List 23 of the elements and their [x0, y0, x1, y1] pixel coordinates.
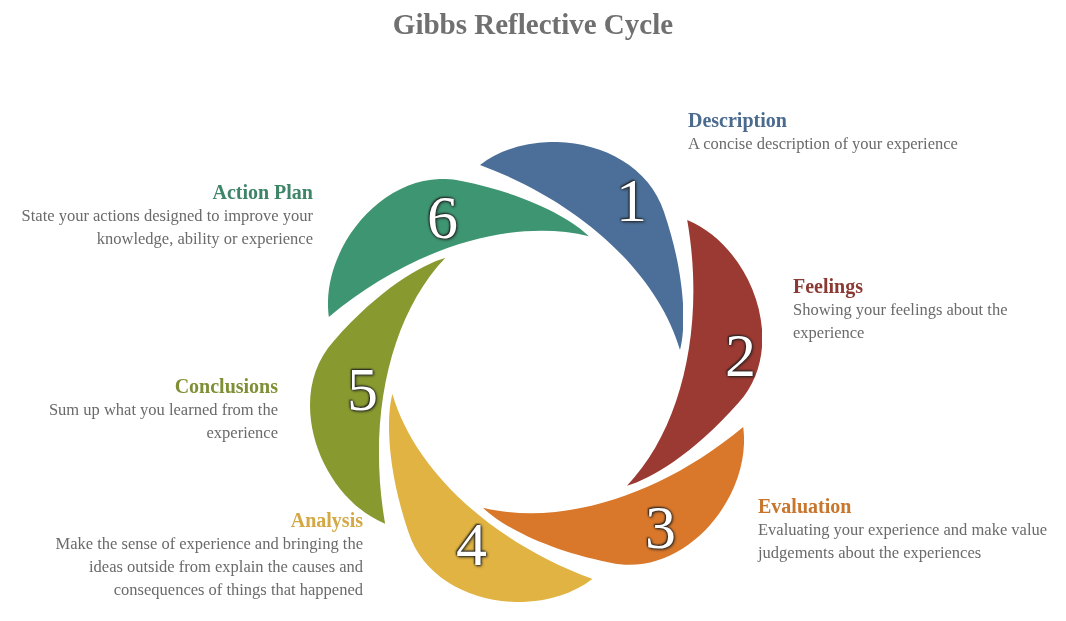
petal-shape [388, 394, 592, 603]
step-description: State your actions designed to improve your knowledge, ability or experience [20, 205, 313, 250]
petal-shape [627, 220, 763, 486]
step-heading: Evaluation [758, 494, 853, 518]
diagram-title: Gibbs Reflective Cycle [391, 8, 675, 41]
step-heading: Description [688, 108, 788, 132]
step-heading: Action Plan [211, 180, 313, 204]
step-description: A concise description of your experience [688, 133, 959, 155]
step-heading: Analysis [289, 508, 363, 532]
petal-shape [327, 179, 589, 317]
step-description: Evaluating your experience and make value judgements about the experiences [758, 519, 1049, 564]
step-description: Showing your feelings about the experience [793, 299, 1009, 344]
petal-shape [480, 141, 684, 350]
step-number: 4 [456, 513, 487, 575]
step-number: 1 [616, 169, 647, 231]
step-description: Make the sense of experience and bringing the ideas outside from explain the causes and consequences of things that happened [54, 533, 363, 601]
step-description: Sum up what you learned from the experience [47, 399, 278, 444]
step-number: 2 [724, 324, 756, 387]
step-number: 3 [644, 496, 676, 559]
step-heading: Conclusions [173, 374, 278, 398]
step-number: 6 [427, 185, 459, 248]
step-number: 5 [347, 357, 378, 420]
step-heading: Feelings [793, 274, 864, 298]
